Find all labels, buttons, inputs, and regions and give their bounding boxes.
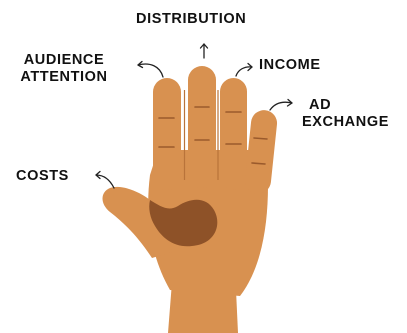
hand-icon [102,66,278,333]
finger-separators [183,90,219,180]
arrow-icon [137,60,164,78]
label-distribution-text: DISTRIBUTION [136,11,247,27]
label-audience-line2: ATTENTION [20,69,108,85]
label-costs: COSTS [16,168,69,185]
finger-middle [188,66,216,188]
finger-index [153,78,181,190]
label-audience-line1: AUDIENCE [23,52,105,68]
finger-ring [220,78,247,190]
arrow-icon [95,170,115,189]
label-ad-line1: AD [309,97,332,113]
label-ad-exchange: AD EXCHANGE [302,97,389,131]
knuckle-creases [158,106,268,165]
label-audience-attention: AUDIENCE ATTENTION [8,52,120,86]
arrows [95,43,293,189]
label-income: INCOME [259,57,321,74]
thumb [102,186,172,258]
thumb-shadow [149,199,218,247]
label-income-text: INCOME [259,57,321,73]
arrow-icon [235,62,253,77]
finger-little [244,110,278,194]
label-distribution: DISTRIBUTION [136,11,246,28]
arrow-icon [199,43,209,59]
label-costs-text: COSTS [16,168,69,184]
label-ad-line2: EXCHANGE [302,114,389,130]
wrist [168,282,238,333]
arrow-icon [269,98,293,111]
